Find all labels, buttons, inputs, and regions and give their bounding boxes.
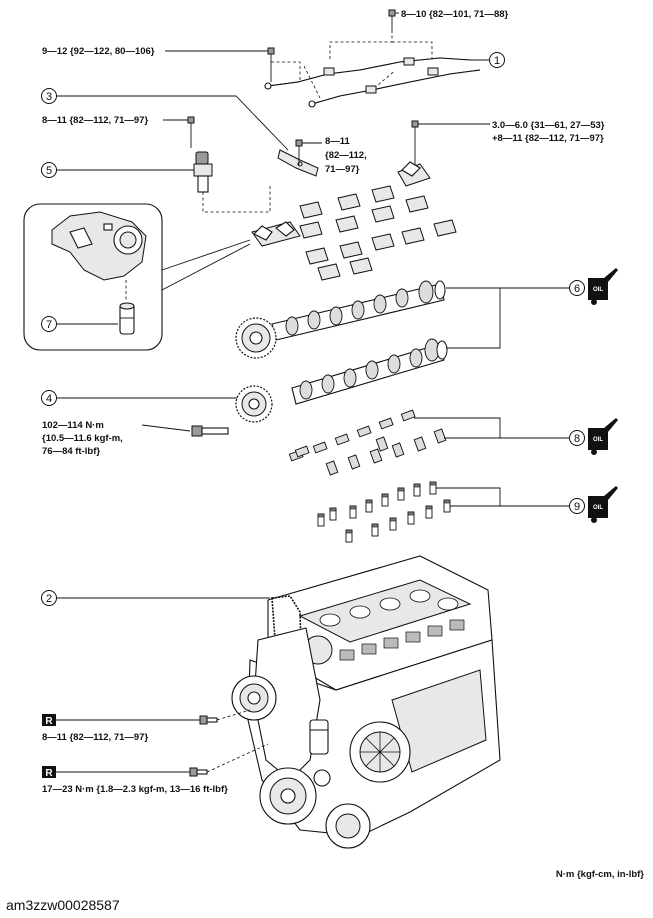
oil-can-icon-6: OIL	[588, 268, 618, 305]
torque-spec-t5-line1: 3.0—6.0 {31—61, 27—53}	[492, 120, 605, 131]
callout-5: 5	[41, 162, 194, 178]
callout-7: 7	[41, 316, 118, 332]
water-pump-pulley	[231, 675, 277, 721]
replace-badge-1: R	[42, 714, 56, 727]
bolt-t3	[187, 116, 195, 148]
callout-1: 1	[488, 52, 505, 68]
torque-spec-t4-line2: {82—112,	[325, 150, 367, 161]
image-id: am3zzw00028587	[6, 897, 120, 913]
top-bolt-2	[267, 47, 275, 82]
callout-9: 9	[569, 498, 585, 514]
bolt-t5	[411, 120, 419, 168]
svg-text:4: 4	[46, 393, 52, 405]
camshaft-caps	[251, 161, 457, 281]
torque-spec-t6-line3: 76—84 ft-lbf}	[42, 446, 100, 457]
oil-can-icon-8: OIL	[588, 418, 618, 455]
svg-text:7: 7	[46, 319, 52, 331]
hydraulic-lash-adjusters	[317, 481, 451, 543]
oil-can-icon-9: OIL	[588, 486, 618, 523]
torque-spec-t3: 8—11 {82—112, 71—97}	[42, 115, 148, 126]
crankshaft-pulley	[259, 767, 317, 825]
svg-text:OIL: OIL	[593, 505, 603, 511]
sprocket-bolt	[191, 425, 229, 437]
torque-spec-t2: 9—12 {92—122, 80—106}	[42, 46, 155, 57]
top-bolt-1	[388, 9, 396, 30]
torque-spec-t5-line2: +8—11 {82—112, 71—97}	[492, 133, 604, 144]
svg-text:6: 6	[574, 283, 580, 295]
svg-text:3: 3	[46, 91, 52, 103]
engine-assembly	[231, 555, 501, 849]
callout-2: 2	[41, 590, 270, 606]
torque-spec-t7: 8—11 {82—112, 71—97}	[42, 732, 148, 743]
svg-text:R: R	[45, 768, 53, 779]
svg-text:2: 2	[46, 593, 52, 605]
callout-4: 4	[41, 390, 238, 406]
oil-control-valve	[193, 151, 213, 193]
units-note: N·m {kgf-cm, in-lbf}	[556, 869, 644, 880]
svg-text:9: 9	[574, 501, 580, 513]
svg-text:OIL: OIL	[593, 437, 603, 443]
torque-spec-t4-line3: 71—97}	[325, 164, 360, 175]
camshaft-sprocket	[235, 385, 273, 423]
svg-text:8: 8	[574, 433, 580, 445]
oil-shower-part	[277, 149, 319, 177]
torque-spec-t6-line1: 102—114 N·m	[42, 420, 104, 431]
svg-text:1: 1	[494, 55, 500, 67]
torque-spec-t4-line1: 8—11	[325, 136, 351, 147]
intake-camshaft	[291, 338, 448, 405]
bolt-t7	[199, 715, 218, 725]
svg-text:5: 5	[46, 165, 52, 177]
replace-badge-2: R	[42, 766, 56, 779]
svg-text:OIL: OIL	[593, 287, 603, 293]
exhaust-camshaft	[271, 280, 446, 341]
bolt-t8	[189, 767, 208, 777]
oil-pipe	[264, 57, 488, 108]
ac-compressor	[325, 803, 371, 849]
callout-8: 8	[569, 430, 585, 446]
torque-spec-t8: 17—23 N·m {1.8—2.3 kgf-m, 13—16 ft-lbf}	[42, 784, 228, 795]
rocker-arms	[288, 409, 447, 476]
inset-box	[23, 203, 163, 351]
torque-spec-t1: 8—10 {82—101, 71—88}	[401, 9, 509, 20]
torque-spec-t6-line2: {10.5—11.6 kgf-m,	[42, 433, 123, 444]
alternator	[349, 721, 411, 783]
lash-adjuster-part	[119, 302, 135, 335]
camshaft-sprocket-vvt	[235, 317, 277, 359]
svg-text:R: R	[45, 716, 53, 727]
callout-3: 3	[41, 88, 289, 151]
callout-6: 6	[569, 280, 585, 296]
